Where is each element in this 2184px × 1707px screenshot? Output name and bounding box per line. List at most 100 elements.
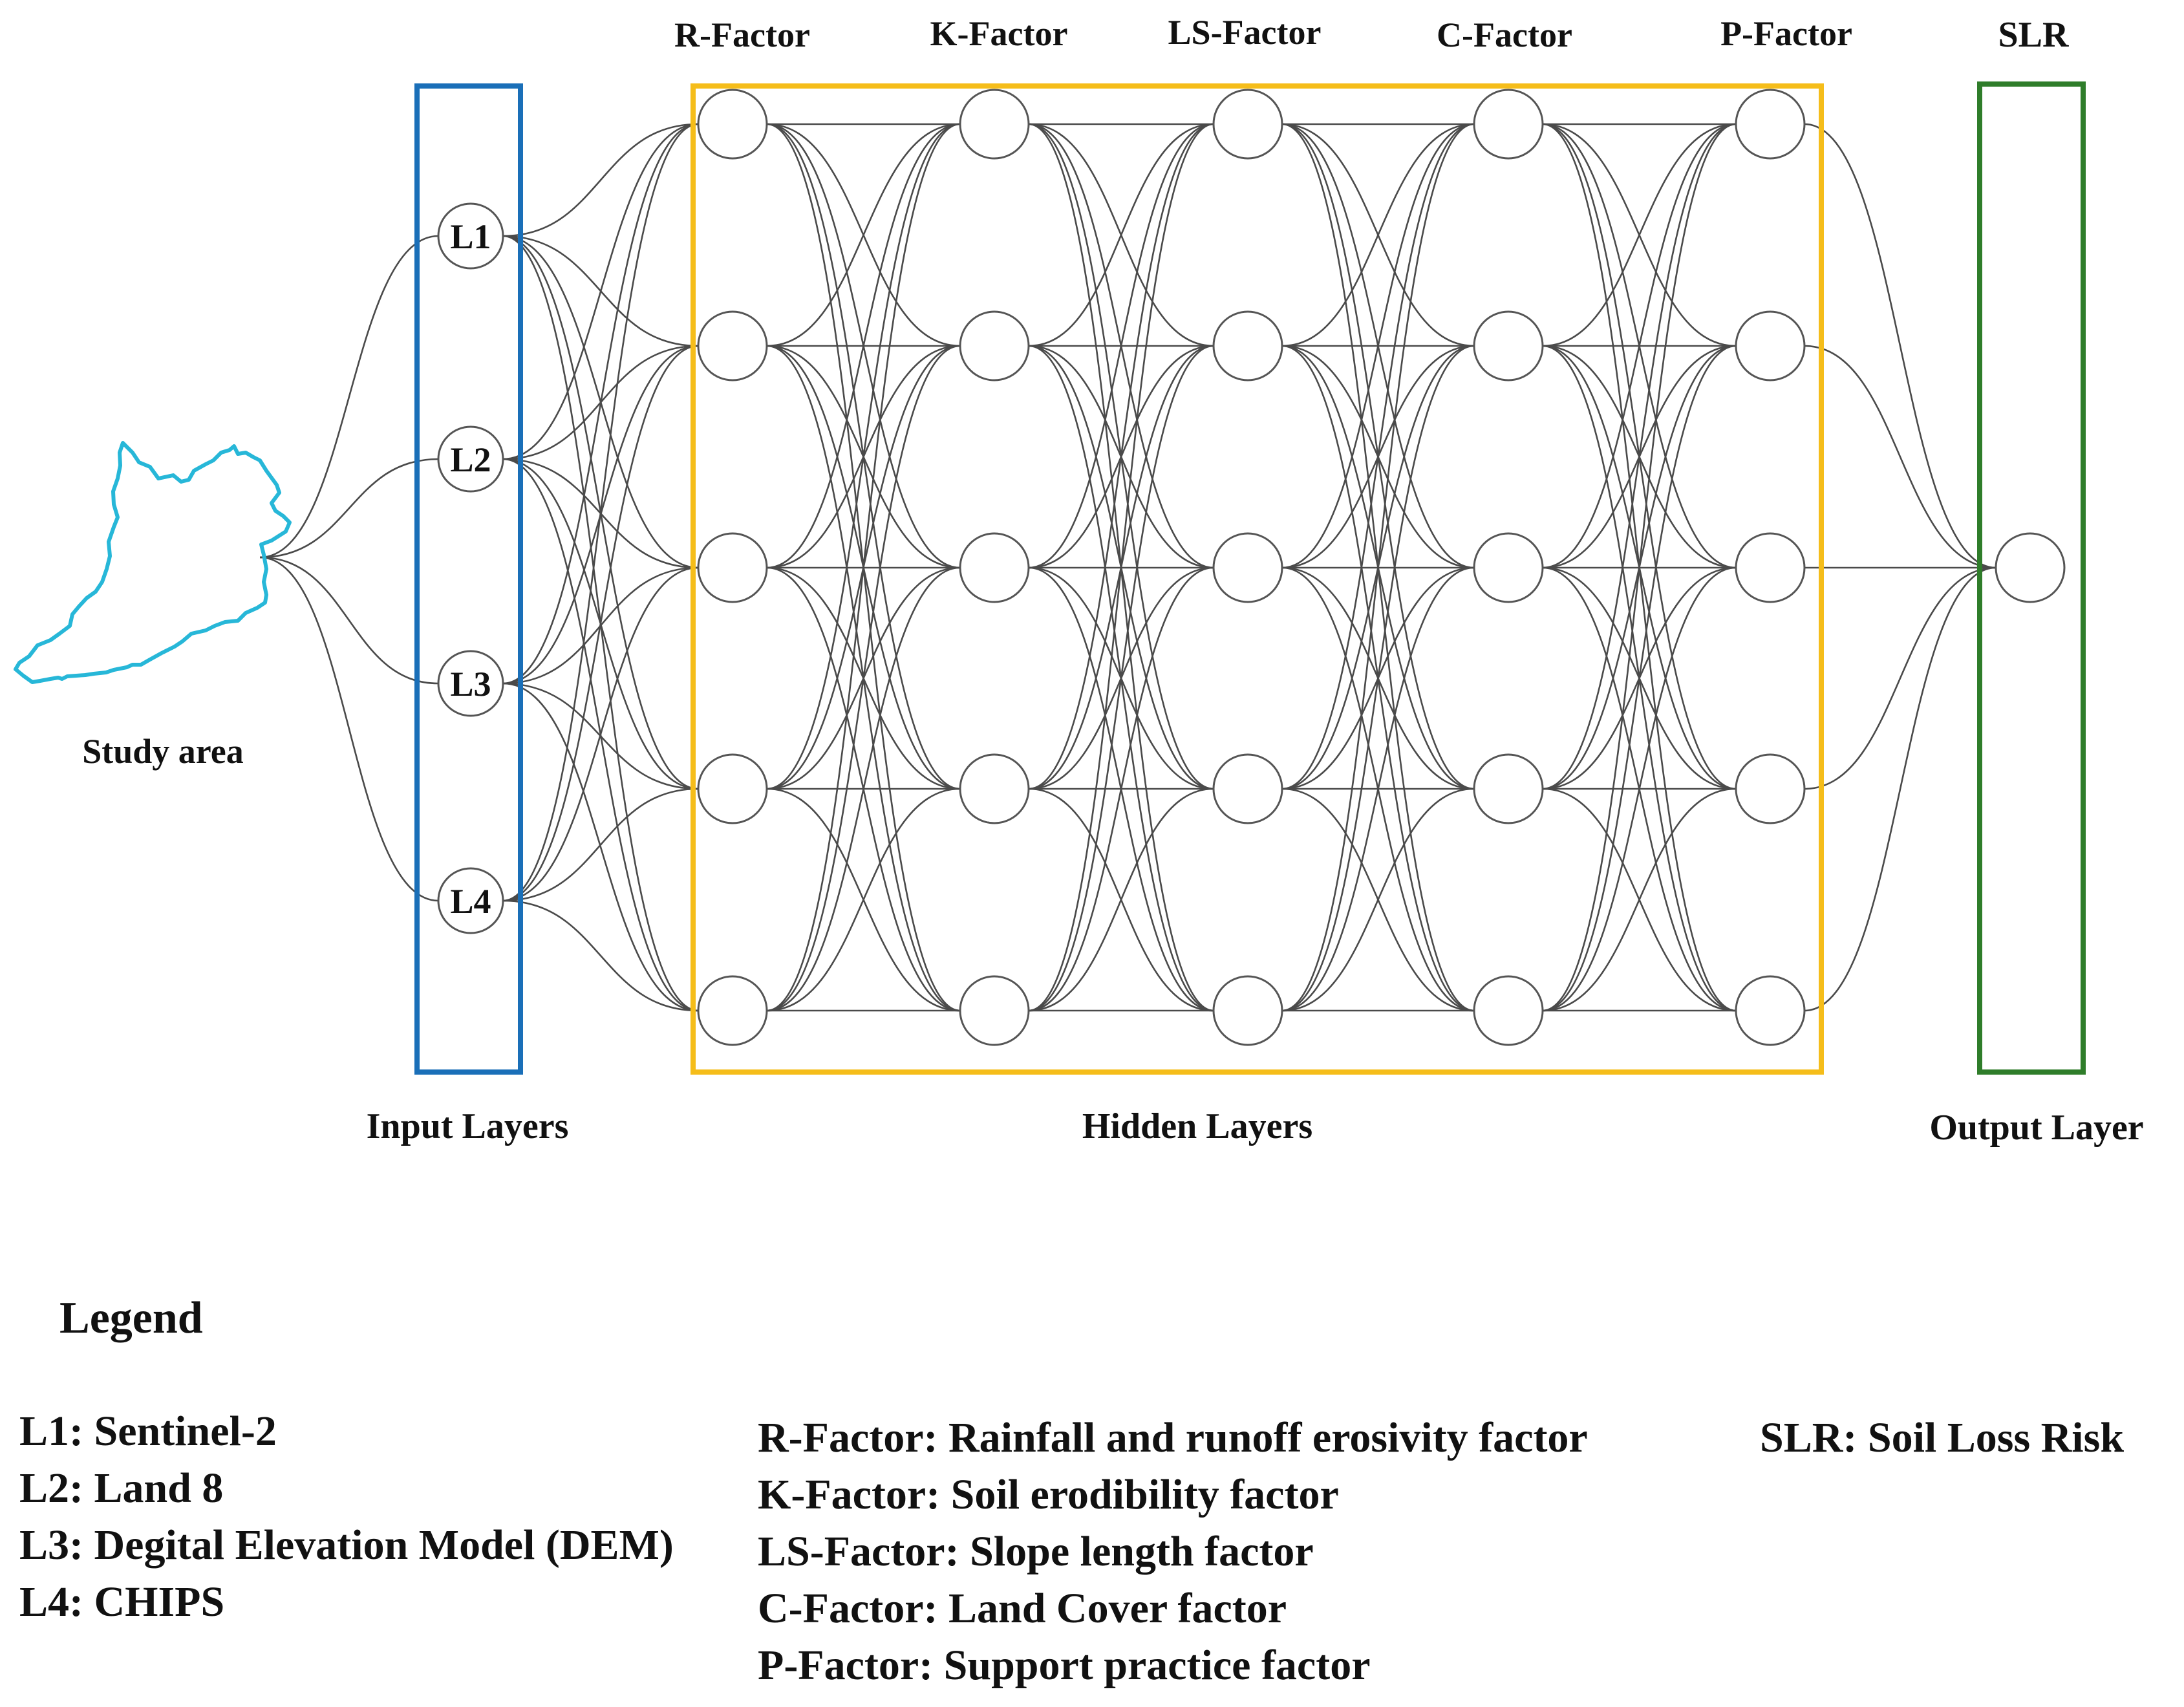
edge-h0-3-to-h1-1 bbox=[766, 123, 961, 569]
edge-l2-to-h0-1 bbox=[502, 123, 699, 460]
hidden-node-k-factor-5 bbox=[959, 975, 1030, 1046]
hidden-node-k-factor-4 bbox=[959, 753, 1030, 824]
hidden-node-p-factor-2 bbox=[1735, 310, 1806, 381]
legend-inputs: L1: Sentinel-2 L2: Land 8 L3: Degital El… bbox=[19, 1403, 697, 1631]
legend-factors: R-Factor: Rainfall and runoff erosivity … bbox=[758, 1410, 1588, 1694]
hidden-node-ls-factor-1 bbox=[1212, 89, 1283, 160]
layer-title-ls-factor: LS-Factor bbox=[1168, 13, 1322, 52]
hidden-node-ls-factor-2 bbox=[1212, 310, 1283, 381]
edge-h2-5-to-h3-2 bbox=[1281, 345, 1475, 1012]
input-node-l3 bbox=[437, 650, 504, 717]
legend-title: Legend bbox=[59, 1293, 203, 1343]
legend-factor-r: R-Factor: Rainfall and runoff erosivity … bbox=[758, 1414, 1588, 1461]
edge-h1-5-to-h2-4 bbox=[1028, 788, 1214, 1012]
output-layer-label: Output Layer bbox=[1929, 1108, 2143, 1148]
input-node-label-l3: L3 bbox=[450, 665, 491, 703]
edge-l3-to-h0-1 bbox=[502, 123, 699, 685]
legend-factor-k: K-Factor: Soil erodibility factor bbox=[758, 1471, 1339, 1518]
edge-h2-2-to-h3-1 bbox=[1281, 123, 1475, 347]
legend-factor-c: C-Factor: Land Cover factor bbox=[758, 1585, 1287, 1632]
input-node-l1 bbox=[437, 202, 504, 270]
hidden-node-r-factor-5 bbox=[697, 975, 768, 1046]
hidden-node-k-factor-2 bbox=[959, 310, 1030, 381]
edge-h0-5-to-h1-4 bbox=[766, 788, 961, 1012]
edge-h2-4-to-h3-1 bbox=[1281, 123, 1475, 790]
layer-title-slr: SLR bbox=[1998, 15, 2069, 55]
layer-title-k-factor: K-Factor bbox=[930, 14, 1068, 53]
edge-h4-2-to-output bbox=[1804, 345, 1997, 569]
edge-h1-5-to-h2-2 bbox=[1028, 345, 1214, 1012]
legend-factor-ls: LS-Factor: Slope length factor bbox=[758, 1528, 1314, 1575]
edge-study-area-to-l4 bbox=[259, 556, 439, 902]
hidden-node-ls-factor-4 bbox=[1212, 753, 1283, 824]
edge-h0-5-to-h1-3 bbox=[766, 566, 961, 1012]
legend-input-l2: L2: Land 8 bbox=[19, 1465, 224, 1512]
input-node-label-l4: L4 bbox=[450, 882, 491, 921]
legend-input-l3: L3: Degital Elevation Model (DEM) bbox=[19, 1517, 697, 1574]
legend-input-l3-text: L3: Degital Elevation Model (DEM) bbox=[19, 1521, 674, 1569]
hidden-layers-label: Hidden Layers bbox=[1082, 1106, 1312, 1146]
hidden-node-c-factor-5 bbox=[1473, 975, 1544, 1046]
legend-factor-p: P-Factor: Support practice factor bbox=[758, 1642, 1371, 1689]
hidden-node-c-factor-3 bbox=[1473, 532, 1544, 603]
hidden-node-r-factor-3 bbox=[697, 532, 768, 603]
edge-h3-4-to-h4-1 bbox=[1542, 123, 1737, 790]
diagram-labels: Study area Input Layers Hidden Layers Ou… bbox=[82, 13, 2143, 1148]
edge-h4-5-to-output bbox=[1804, 566, 1997, 1012]
edge-h4-4-to-output bbox=[1804, 566, 1997, 790]
hidden-layers-box bbox=[691, 83, 1824, 1075]
layer-title-c-factor: C-Factor bbox=[1437, 16, 1572, 54]
input-layers-box bbox=[414, 83, 523, 1075]
edge-h1-5-to-h2-3 bbox=[1028, 566, 1214, 1012]
input-node-label-l1: L1 bbox=[450, 217, 491, 256]
edge-l3-to-h0-5 bbox=[502, 682, 699, 1012]
legend-input-l1: L1: Sentinel-2 bbox=[19, 1408, 277, 1455]
hidden-node-k-factor-1 bbox=[959, 89, 1030, 160]
edge-study-area-to-l2 bbox=[259, 458, 439, 559]
input-node-l2 bbox=[437, 425, 504, 493]
edge-study-area-to-l1 bbox=[259, 235, 439, 559]
hidden-node-p-factor-4 bbox=[1735, 753, 1806, 824]
legend-output: SLR: Soil Loss Risk bbox=[1760, 1410, 2124, 1466]
edge-h2-3-to-h3-1 bbox=[1281, 123, 1475, 569]
edge-h3-2-to-h4-1 bbox=[1542, 123, 1737, 347]
hidden-node-p-factor-3 bbox=[1735, 532, 1806, 603]
edge-h2-5-to-h3-4 bbox=[1281, 788, 1475, 1012]
input-node-l4 bbox=[437, 867, 504, 934]
edge-h0-5-to-h1-1 bbox=[766, 123, 961, 1012]
output-node-slr bbox=[1995, 532, 2066, 603]
edge-h1-3-to-h2-1 bbox=[1028, 123, 1214, 569]
hidden-node-p-factor-5 bbox=[1735, 975, 1806, 1046]
edge-l4-to-h0-1 bbox=[502, 123, 699, 902]
study-area-map-outline bbox=[14, 441, 292, 684]
hidden-node-c-factor-2 bbox=[1473, 310, 1544, 381]
hidden-node-r-factor-4 bbox=[697, 753, 768, 824]
edge-h0-5-to-h1-2 bbox=[766, 345, 961, 1012]
edge-l4-to-h0-2 bbox=[502, 345, 699, 902]
edge-h2-5-to-h3-1 bbox=[1281, 123, 1475, 1012]
edge-h3-3-to-h4-1 bbox=[1542, 123, 1737, 569]
edge-h1-2-to-h2-1 bbox=[1028, 123, 1214, 347]
connection-edges bbox=[259, 123, 1997, 1012]
input-layers-label: Input Layers bbox=[367, 1106, 569, 1146]
edge-h1-5-to-h2-1 bbox=[1028, 123, 1214, 1012]
edge-l4-to-h0-5 bbox=[502, 899, 699, 1012]
edge-l4-to-h0-3 bbox=[502, 566, 699, 902]
hidden-node-r-factor-2 bbox=[697, 310, 768, 381]
output-layer-box bbox=[1977, 81, 2086, 1075]
layer-title-p-factor: P-Factor bbox=[1720, 14, 1852, 53]
edge-l4-to-h0-4 bbox=[502, 788, 699, 902]
edge-h0-4-to-h1-1 bbox=[766, 123, 961, 790]
edge-h3-5-to-h4-1 bbox=[1542, 123, 1737, 1012]
study-area-label: Study area bbox=[82, 732, 244, 771]
hidden-node-ls-factor-5 bbox=[1212, 975, 1283, 1046]
edge-h3-5-to-h4-2 bbox=[1542, 345, 1737, 1012]
edge-study-area-to-l3 bbox=[259, 556, 439, 685]
edge-l1-to-h0-1 bbox=[502, 123, 699, 237]
layer-title-r-factor: R-Factor bbox=[674, 16, 810, 54]
edge-h4-1-to-output bbox=[1804, 123, 1997, 569]
edge-h1-4-to-h2-1 bbox=[1028, 123, 1214, 790]
hidden-node-c-factor-4 bbox=[1473, 753, 1544, 824]
edge-h3-5-to-h4-3 bbox=[1542, 566, 1737, 1012]
